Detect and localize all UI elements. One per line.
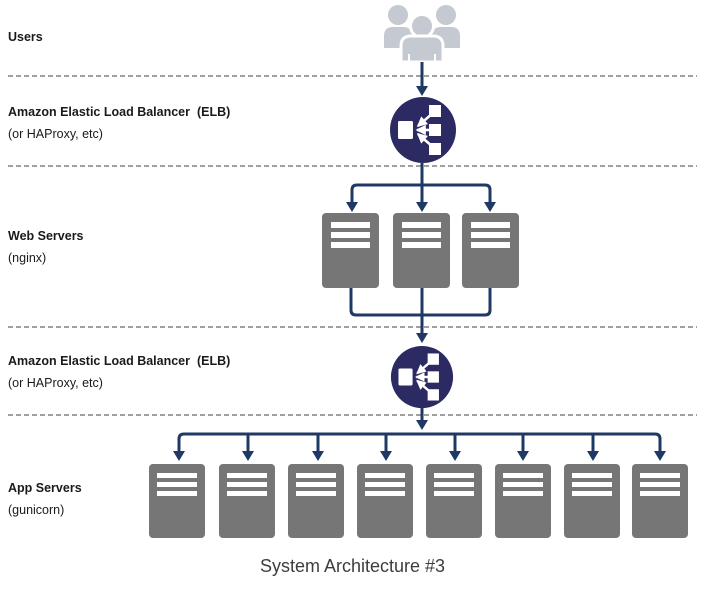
server-stripe	[402, 242, 441, 248]
server-stripe	[471, 222, 510, 228]
app-server-box	[426, 464, 482, 538]
tier-label-elb-2: Amazon Elastic Load Balancer (ELB) (or H…	[8, 354, 230, 391]
arrowhead-icon	[587, 451, 599, 461]
server-stripe	[572, 473, 612, 478]
server-stripe	[402, 222, 441, 228]
web-server-box	[322, 213, 379, 288]
server-icon	[495, 464, 551, 496]
server-stripe	[365, 491, 405, 496]
diagram-title: System Architecture #3	[259, 556, 446, 576]
app-server-box	[357, 464, 413, 538]
load-balancer-icon	[390, 345, 454, 409]
server-icon	[357, 464, 413, 496]
tier-separator-1	[8, 75, 697, 77]
tier-label-elb-2-text: Amazon Elastic Load Balancer (ELB)	[8, 354, 231, 368]
tier-sublabel-web-servers-text: (nginx)	[8, 251, 47, 265]
tier-sublabel-elb-2-text: (or HAProxy, etc)	[8, 376, 103, 390]
tier-label-elb-1: Amazon Elastic Load Balancer (ELB) (or H…	[8, 105, 230, 142]
server-stripe	[434, 473, 474, 478]
users-group-icon	[384, 5, 460, 62]
arrowhead-icon	[517, 451, 529, 461]
app-server-box	[149, 464, 205, 538]
tier-separator-4	[8, 414, 697, 416]
server-stripe	[331, 222, 370, 228]
arrowhead-icon	[380, 451, 392, 461]
server-stripe	[227, 482, 267, 487]
web-server-box	[393, 213, 450, 288]
load-balancer-icon	[389, 96, 457, 164]
server-icon	[219, 464, 275, 496]
arrowheads	[173, 86, 666, 461]
arrowhead-icon	[312, 451, 324, 461]
server-stripe	[296, 473, 336, 478]
connector-app-bus	[177, 432, 662, 452]
server-stripe	[157, 482, 197, 487]
app-server-box	[564, 464, 620, 538]
server-stripe	[296, 482, 336, 487]
server-stripe	[640, 482, 680, 487]
arrowhead-icon	[654, 451, 666, 461]
arrowhead-icon	[346, 202, 358, 212]
tier-label-web-servers: Web Servers (nginx)	[8, 229, 84, 266]
app-server-box	[632, 464, 688, 538]
server-stripe	[503, 491, 543, 496]
app-server-box	[219, 464, 275, 538]
server-stripe	[157, 491, 197, 496]
arrowhead-icon	[449, 451, 461, 461]
server-stripe	[402, 232, 441, 238]
server-icon	[426, 464, 482, 496]
server-icon	[632, 464, 688, 496]
tier-separator-2	[8, 165, 697, 167]
server-stripe	[365, 473, 405, 478]
server-icon	[288, 464, 344, 496]
server-icon	[393, 213, 450, 248]
tier-label-web-servers-text: Web Servers	[8, 229, 84, 243]
server-icon	[149, 464, 205, 496]
server-stripe	[434, 491, 474, 496]
server-stripe	[434, 482, 474, 487]
tier-label-elb-1-text: Amazon Elastic Load Balancer (ELB)	[8, 105, 231, 119]
arrowhead-icon	[416, 420, 428, 430]
tier-label-users-text: Users	[8, 30, 43, 44]
server-stripe	[471, 232, 510, 238]
tier-label-users: Users	[8, 30, 43, 45]
server-stripe	[572, 482, 612, 487]
arrowhead-icon	[242, 451, 254, 461]
server-stripe	[503, 473, 543, 478]
web-server-box	[462, 213, 519, 288]
tier-label-app-servers-text: App Servers	[8, 481, 82, 495]
tier-label-app-servers: App Servers (gunicorn)	[8, 481, 82, 518]
server-stripe	[365, 482, 405, 487]
server-icon	[322, 213, 379, 248]
server-stripe	[471, 242, 510, 248]
app-server-box	[288, 464, 344, 538]
server-stripe	[331, 232, 370, 238]
users-group-shapes	[384, 5, 460, 62]
arrowhead-icon	[416, 86, 428, 96]
server-stripe	[331, 242, 370, 248]
server-stripe	[572, 491, 612, 496]
server-stripe	[296, 491, 336, 496]
arrowhead-icon	[173, 451, 185, 461]
server-stripe	[227, 473, 267, 478]
users-group-detail-lines	[408, 54, 436, 62]
connector-web-fanout	[350, 183, 492, 203]
tier-sublabel-elb-1-text: (or HAProxy, etc)	[8, 127, 103, 141]
server-icon	[564, 464, 620, 496]
server-icon	[462, 213, 519, 248]
arrowhead-icon	[416, 202, 428, 212]
app-server-box	[495, 464, 551, 538]
connector-lines	[177, 55, 662, 452]
tier-sublabel-app-servers-text: (gunicorn)	[8, 503, 65, 517]
tier-separator-3	[8, 326, 697, 328]
server-stripe	[157, 473, 197, 478]
arrowhead-icon	[484, 202, 496, 212]
server-stripe	[503, 482, 543, 487]
arrowhead-icon	[416, 333, 428, 343]
server-stripe	[640, 491, 680, 496]
server-stripe	[227, 491, 267, 496]
server-stripe	[640, 473, 680, 478]
